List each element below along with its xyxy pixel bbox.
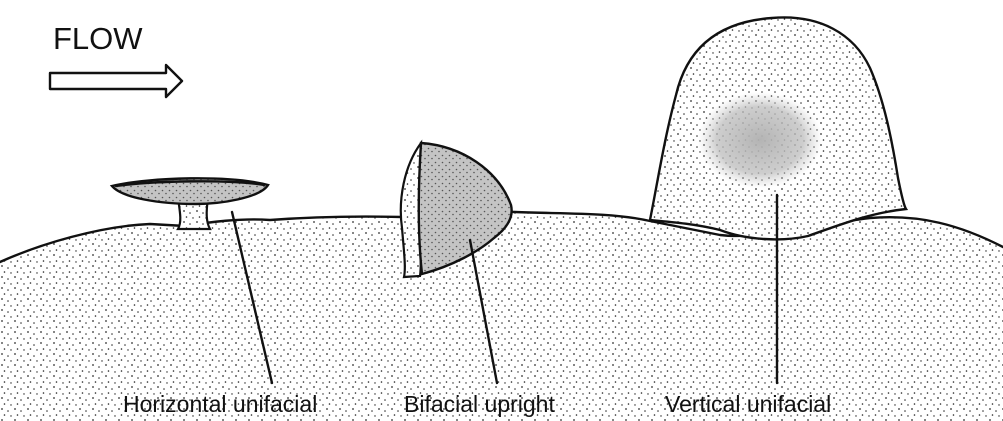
flow-label: FLOW [53, 21, 143, 56]
caption-vertical-unifacial: Vertical unifacial [665, 391, 831, 417]
eroded-face-shading [698, 92, 822, 188]
flow-arrow-icon [50, 65, 182, 97]
caption-horizontal-unifacial: Horizontal unifacial [123, 391, 317, 417]
caption-bifacial-upright: Bifacial upright [404, 391, 555, 417]
ground-surface [0, 212, 1003, 421]
